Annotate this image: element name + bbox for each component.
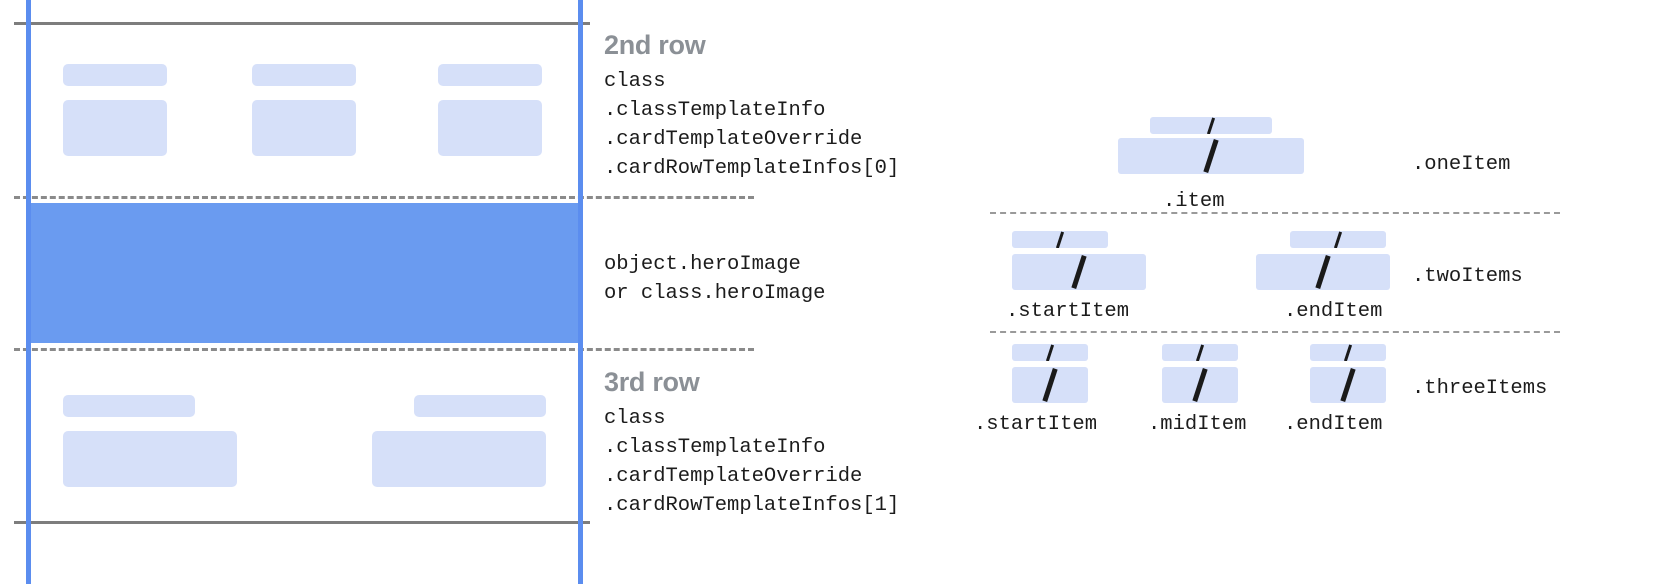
slash-icon: [1343, 344, 1353, 361]
third-row-code-line-2: .classTemplateInfo: [604, 436, 826, 459]
slash-icon: [1042, 368, 1058, 402]
slash-icon: [1192, 368, 1208, 402]
three-items-mid-caption: .midItem: [1148, 413, 1247, 436]
card-template-diagram: [0, 0, 754, 584]
three-items-mid-label-bar: [1162, 344, 1238, 361]
slash-icon: [1045, 344, 1055, 361]
hero-code-line-2: or class.heroImage: [604, 282, 826, 305]
row3-col1-value-placeholder: [63, 431, 237, 487]
annotation-second-row: 2nd row class .classTemplateInfo .cardTe…: [604, 30, 899, 183]
row2-col3-value-placeholder: [438, 100, 542, 156]
third-row-title: 3rd row: [604, 367, 700, 397]
three-items-start-caption: .startItem: [974, 413, 1098, 436]
row3-col2-value-placeholder: [372, 431, 546, 487]
row2-col3-label-placeholder: [438, 64, 542, 86]
one-item-row-label: .oneItem: [1412, 153, 1511, 176]
third-row-code-line-1: class: [604, 407, 666, 430]
row-divider-line-1: [14, 196, 754, 199]
slash-icon: [1055, 231, 1065, 248]
item-group-divider-2: [990, 331, 1560, 333]
second-row-code-line-4: .cardRowTemplateInfos[0]: [604, 157, 900, 180]
row2-col2-value-placeholder: [252, 100, 356, 156]
three-items-end-caption: .endItem: [1284, 413, 1383, 436]
hero-image-block: [31, 203, 580, 343]
second-row-title: 2nd row: [604, 30, 706, 60]
third-row-code-line-3: .cardTemplateOverride: [604, 465, 863, 488]
two-items-start-caption: .startItem: [1006, 300, 1130, 323]
three-items-row-label: .threeItems: [1412, 377, 1548, 400]
item-group-divider-1: [990, 212, 1560, 214]
three-items-end-value-bar: [1310, 367, 1386, 403]
card-left-guide-line: [26, 0, 31, 584]
slash-icon: [1315, 255, 1331, 289]
slash-icon: [1206, 117, 1216, 134]
slash-icon: [1203, 139, 1219, 173]
row3-col2-label-placeholder: [414, 395, 546, 417]
annotation-third-row: 3rd row class .classTemplateInfo .cardTe…: [604, 367, 899, 520]
one-item-label-bar: [1150, 117, 1272, 134]
two-items-row-label: .twoItems: [1412, 265, 1523, 288]
second-row-code-line-1: class: [604, 70, 666, 93]
two-items-start-label-bar: [1012, 231, 1108, 248]
three-items-start-value-bar: [1012, 367, 1088, 403]
second-row-code-line-2: .classTemplateInfo: [604, 99, 826, 122]
slash-icon: [1340, 368, 1356, 402]
row2-col1-value-placeholder: [63, 100, 167, 156]
one-item-caption: .item: [1163, 190, 1225, 213]
slash-icon: [1333, 231, 1343, 248]
hero-code-line-1: object.heroImage: [604, 253, 801, 276]
card-bottom-boundary-line: [14, 521, 590, 524]
slash-icon: [1195, 344, 1205, 361]
three-items-mid-value-bar: [1162, 367, 1238, 403]
row3-col1-label-placeholder: [63, 395, 195, 417]
row-divider-line-2: [14, 348, 754, 351]
one-item-value-bar: [1118, 138, 1304, 174]
annotation-hero-image: object.heroImage or class.heroImage: [604, 250, 825, 308]
row2-col1-label-placeholder: [63, 64, 167, 86]
slash-icon: [1071, 255, 1087, 289]
two-items-end-label-bar: [1290, 231, 1386, 248]
third-row-code-line-4: .cardRowTemplateInfos[1]: [604, 494, 900, 517]
two-items-start-value-bar: [1012, 254, 1146, 290]
two-items-end-caption: .endItem: [1284, 300, 1383, 323]
second-row-code-line-3: .cardTemplateOverride: [604, 128, 863, 151]
card-right-guide-line: [578, 0, 583, 584]
row2-col2-label-placeholder: [252, 64, 356, 86]
item-layout-diagram: .item .oneItem .startItem .endItem .twoI…: [960, 0, 1676, 584]
two-items-end-value-bar: [1256, 254, 1390, 290]
three-items-end-label-bar: [1310, 344, 1386, 361]
card-top-boundary-line: [14, 22, 590, 25]
three-items-start-label-bar: [1012, 344, 1088, 361]
